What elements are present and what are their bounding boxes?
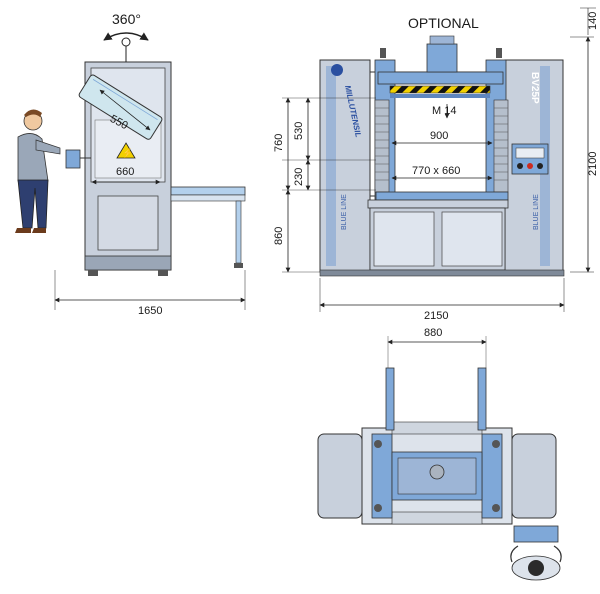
- model-label: BV25P: [529, 72, 540, 104]
- dim-770x660: 770 x 660: [412, 165, 460, 177]
- dim-140: 140: [587, 12, 599, 30]
- rotation-label: 360°: [112, 11, 141, 27]
- front-view: [282, 7, 596, 312]
- side-view: ⚡: [15, 32, 246, 310]
- dim-760: 760: [273, 134, 285, 152]
- series-label-right: BLUE LINE: [533, 194, 540, 230]
- optional-label: OPTIONAL: [408, 15, 479, 31]
- svg-text:⚡: ⚡: [122, 147, 133, 159]
- dim-2150: 2150: [424, 310, 448, 322]
- dim-230: 230: [293, 168, 305, 186]
- dim-660: 660: [116, 166, 134, 178]
- dim-860: 860: [273, 227, 285, 245]
- top-view: [317, 336, 562, 581]
- dim-880: 880: [424, 327, 442, 339]
- dim-2100: 2100: [587, 152, 599, 176]
- dim-m14: M 14: [432, 105, 456, 117]
- dim-900: 900: [430, 130, 448, 142]
- operator-figure: [15, 109, 61, 233]
- series-label-left: BLUE LINE: [341, 194, 348, 230]
- dim-1650: 1650: [138, 305, 162, 317]
- dim-530: 530: [293, 122, 305, 140]
